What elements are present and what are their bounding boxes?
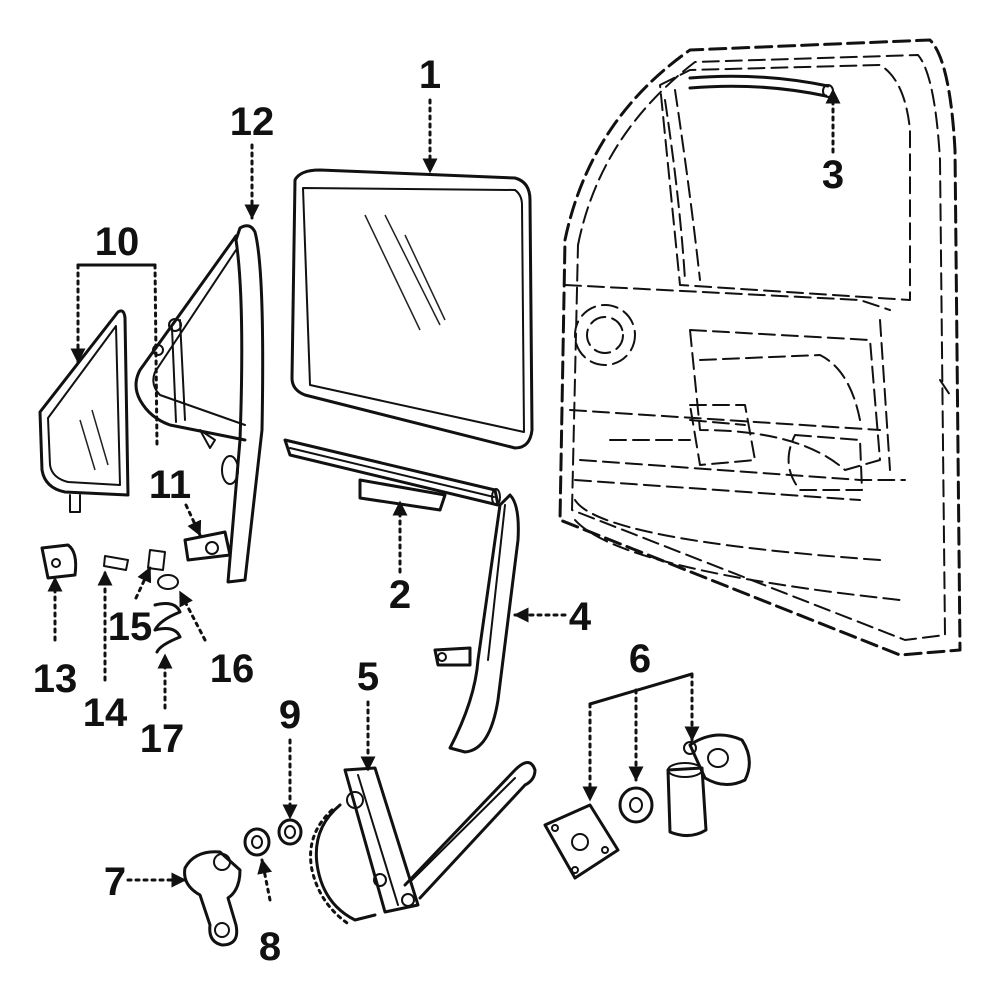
part-9-bushing [277,818,303,846]
callout-17: 17 [140,717,185,761]
motor-plate [543,803,620,880]
window-regulator [309,761,537,927]
door-shell [558,38,962,657]
part-14-screw [103,555,129,571]
callout-16: 16 [210,647,255,691]
callout-10: 10 [95,220,140,264]
callout-8: 8 [259,925,281,969]
callout-labels: 1 2 3 4 5 6 7 8 9 10 11 12 13 14 15 16 1… [33,53,844,969]
leader-lines [47,88,841,902]
door-glass [290,168,534,450]
rear-run-channel [433,493,520,754]
callout-11: 11 [149,463,191,507]
callout-1: 1 [419,53,441,97]
motor-gear [618,786,654,824]
glass-channel [283,438,501,512]
vent-frame [134,224,265,584]
callout-7: 7 [104,860,126,904]
small-hardware [40,543,182,654]
washers [243,818,303,857]
callout-13: 13 [33,657,78,701]
regulator-motor [543,733,751,880]
callout-14: 14 [83,691,128,735]
callout-5: 5 [357,655,379,699]
part-8-washer [243,827,271,857]
callout-9: 9 [279,693,301,737]
callout-2: 2 [389,573,411,617]
part-16-washer [157,574,179,590]
part-15-nut [147,549,166,571]
callout-6: 6 [629,637,651,681]
motor-body [666,766,708,837]
part-13-clip [40,543,78,580]
callout-12: 12 [230,100,275,144]
part-17-spring [153,602,182,654]
callout-4: 4 [569,595,592,639]
callout-15: 15 [108,605,153,649]
vent-glass [38,309,130,513]
callout-3: 3 [822,153,844,197]
pivot-bracket [183,530,232,562]
crank-handle [183,850,242,947]
